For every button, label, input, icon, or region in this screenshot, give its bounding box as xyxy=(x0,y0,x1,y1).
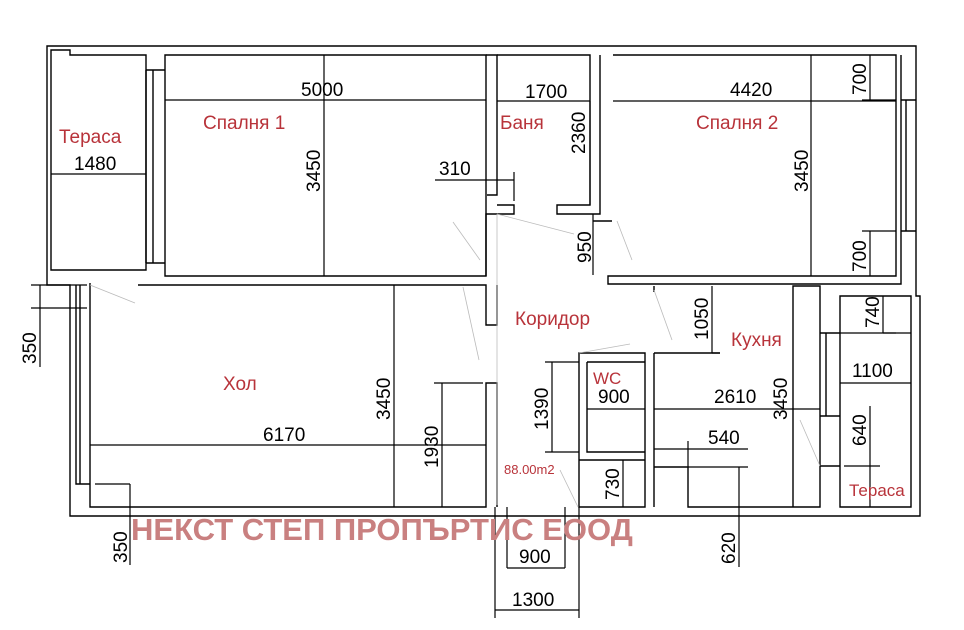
dim-terrace-right-740: 740 xyxy=(863,296,884,328)
dim-terrace-right-640: 640 xyxy=(850,414,871,446)
dim-terrace-left-width: 1480 xyxy=(74,154,116,175)
dimension-labels: 1480 5000 310 1700 4420 6170 900 2610 54… xyxy=(20,63,893,611)
dim-kitchen-3450: 3450 xyxy=(771,378,792,420)
dim-left-350-top: 350 xyxy=(20,332,41,364)
room-label-terrace-right: Тераса xyxy=(849,481,905,500)
dim-bath-width: 1700 xyxy=(525,82,567,103)
room-label-bathroom: Баня xyxy=(500,113,544,134)
dim-entry-1300: 1300 xyxy=(512,590,554,611)
dim-entry-900: 900 xyxy=(519,547,551,568)
dim-kitchen-540: 540 xyxy=(708,428,740,449)
dim-left-350-bottom: 350 xyxy=(111,531,132,563)
dim-bath-door: 310 xyxy=(439,159,471,180)
watermark: НЕКСТ СТЕП ПРОПЪРТИС ЕООД xyxy=(131,512,633,547)
dim-bedroom2-depth: 3450 xyxy=(792,150,813,192)
dimension-lines xyxy=(31,55,911,618)
dim-living-1930: 1930 xyxy=(422,426,443,468)
room-label-bedroom1: Спалня 1 xyxy=(203,113,285,134)
dim-bedroom2-width: 4420 xyxy=(730,80,772,101)
dim-bedroom1-depth: 3450 xyxy=(304,150,325,192)
dim-wc-1390: 1390 xyxy=(532,388,553,430)
dim-living-width: 6170 xyxy=(263,425,305,446)
dim-kitchen-2610: 2610 xyxy=(714,387,756,408)
dim-corridor-950: 950 xyxy=(575,231,596,263)
dim-bath-depth: 2360 xyxy=(569,112,590,154)
door-swings xyxy=(89,213,821,508)
dim-kitchen-1050: 1050 xyxy=(692,298,713,340)
room-label-bedroom2: Спалня 2 xyxy=(696,113,778,134)
dim-wc-730: 730 xyxy=(603,468,624,500)
room-label-terrace-left: Тераса xyxy=(59,127,122,148)
dim-wc-900: 900 xyxy=(598,387,630,408)
dim-bedroom2-window-bottom: 700 xyxy=(850,240,871,272)
dim-kitchen-620: 620 xyxy=(719,532,740,564)
room-label-corridor: Коридор xyxy=(515,309,590,330)
dim-bedroom2-window-top: 700 xyxy=(850,63,871,95)
dim-terrace-right-1100: 1100 xyxy=(852,361,893,382)
dim-bedroom1-width: 5000 xyxy=(301,80,343,101)
room-label-wc: WC xyxy=(593,369,621,388)
room-labels: Тераса Спалня 1 Баня Спалня 2 Коридор Ку… xyxy=(59,113,905,500)
room-label-living: Хол xyxy=(223,374,257,395)
total-area: 88.00m2 xyxy=(504,462,555,477)
room-label-kitchen: Кухня xyxy=(731,330,782,351)
dim-living-depth: 3450 xyxy=(374,378,395,420)
